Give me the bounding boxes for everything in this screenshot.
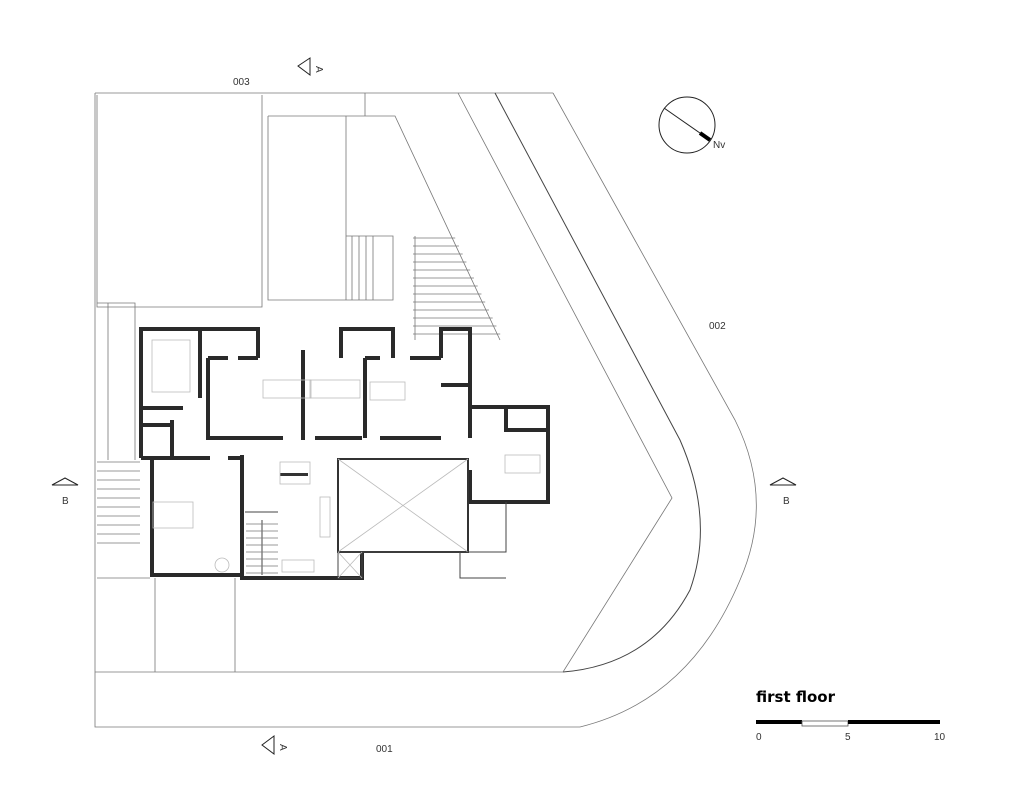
lot-label-bottom: 001 [376,744,393,755]
lower-yard-lines [97,577,236,672]
void-cross [337,458,469,553]
left-garden-block [96,95,263,460]
drawing-title: first floor [756,688,836,706]
interior-stair [245,511,278,575]
balcony-rail [338,502,507,579]
section-mark-a-bottom: A [261,735,288,755]
shaft-box [337,551,363,579]
kitchen-counter [280,473,308,476]
round-table [214,557,230,573]
exterior-areas [96,93,501,672]
table [279,461,311,485]
road-outer-edge [552,92,757,728]
site-boundary [94,92,757,728]
section-label: A [277,744,288,751]
lot-label-right: 002 [709,321,726,332]
section-label: B [62,496,69,507]
section-arrow-icon [51,477,79,486]
north-arrow-circle-icon [658,96,716,154]
north-arrow-tip-icon [698,131,712,142]
lot-outline [94,92,580,728]
bed [152,501,194,529]
shaft-cross [337,551,363,579]
deck-slats [413,236,501,340]
furniture [151,339,541,573]
lot-label-top: 003 [233,77,250,88]
section-mark-b-right: B [769,477,797,507]
bath-walls [141,383,470,460]
section-arrow-icon [769,477,797,486]
section-arrow-icon [297,57,311,76]
right-wing-walls [468,405,550,504]
scale-label: 10 [934,732,946,743]
section-arrow-icon [261,735,275,755]
scale-label: 5 [845,732,851,743]
bed [151,339,191,393]
scale-segment [801,720,849,727]
section-label: A [313,66,324,73]
scale-label: 0 [756,732,762,743]
building [139,327,550,580]
bed [369,381,406,401]
exterior-wall-north [139,327,472,458]
pool-block [267,93,501,341]
scale-segment [756,720,802,724]
road-curb-line [494,92,701,673]
bed [504,454,541,474]
north-arrow: Nv [658,96,725,154]
desk [262,379,312,399]
scale-segment [848,720,940,724]
section-mark-a-top: A [297,57,324,76]
lot-edge-chevron [95,92,673,673]
north-arrow-label: Nv [713,140,725,151]
sofa [319,496,331,538]
desk [309,379,361,399]
section-label: B [783,496,790,507]
section-mark-b-left: B [51,477,79,507]
scale-bar: 0 5 10 [756,720,946,743]
steps [351,236,374,300]
center-divider-wall [301,350,441,440]
lower-left-bedroom-walls [150,455,364,580]
sofa [281,559,315,573]
bedroom-1-walls [141,329,283,440]
left-exterior-stairs [97,461,140,544]
